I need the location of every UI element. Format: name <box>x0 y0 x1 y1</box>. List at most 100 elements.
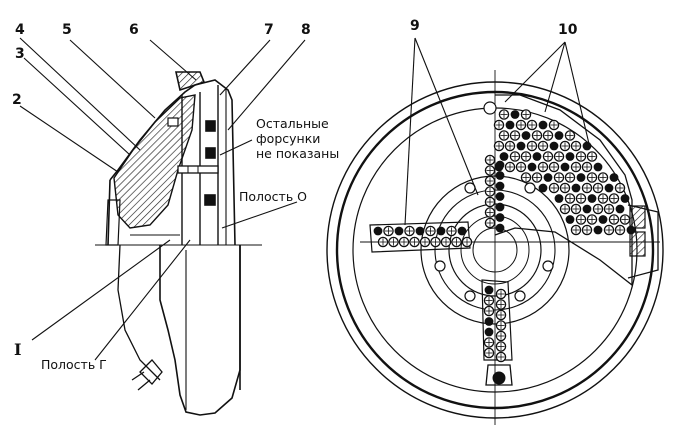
injector-hole <box>499 152 509 161</box>
callout-8: 8 <box>301 22 311 38</box>
injector-hole <box>564 172 576 183</box>
injector-hole <box>461 236 473 248</box>
injector-hole <box>553 172 565 183</box>
injector-hole <box>565 215 575 224</box>
injector-hole <box>484 285 494 295</box>
injector-hole <box>592 182 604 194</box>
injector-hole <box>484 196 496 208</box>
injector-hole <box>495 288 507 300</box>
injector-hole <box>377 236 389 248</box>
injector-hole <box>495 181 505 191</box>
callout-10: 10 <box>558 22 578 38</box>
cavity-o-label: Полость О <box>239 189 308 204</box>
injector-hole <box>559 203 571 215</box>
injector-hole <box>495 202 505 212</box>
injector-hole <box>570 203 582 215</box>
injector-hole <box>542 151 554 162</box>
injector-hole <box>559 140 571 152</box>
injector-hole <box>495 223 505 233</box>
injector-hole <box>526 119 538 131</box>
injector-hole <box>538 183 548 193</box>
injector-hole <box>560 162 570 172</box>
injector-hole <box>483 295 495 306</box>
injector-hole <box>537 140 549 152</box>
injector-hole <box>615 204 625 214</box>
injector-hole <box>484 217 496 229</box>
section-mark: I <box>14 340 22 359</box>
callout-2: 2 <box>12 92 22 108</box>
injector-hole <box>484 165 496 176</box>
injector-hole <box>383 225 394 237</box>
injector-hole <box>516 141 526 151</box>
injector-hole <box>538 120 548 130</box>
injector-hole <box>559 182 571 194</box>
injector-hole <box>483 305 495 317</box>
injector-hole <box>505 120 515 130</box>
injector-hole <box>409 236 420 248</box>
injector-hole <box>394 226 404 236</box>
injector-hole <box>526 140 538 152</box>
injector-hole <box>586 151 598 162</box>
injector-hole <box>484 207 496 218</box>
injector-hole <box>553 151 565 162</box>
injector-hole <box>425 225 436 237</box>
other-injectors-note: Остальные форсунки не показаны <box>256 116 339 161</box>
injector-hole <box>593 225 603 235</box>
other-injectors-line2: форсунки <box>256 131 321 146</box>
callout-9: 9 <box>410 18 420 34</box>
injector-hole <box>495 309 507 321</box>
injector-hole <box>614 182 626 194</box>
injector-hole <box>504 140 516 152</box>
injector-hole <box>614 224 626 236</box>
injector-hole <box>608 193 620 204</box>
injector-hole <box>593 162 603 172</box>
injector-hole <box>520 109 532 120</box>
injector-hole <box>531 172 543 183</box>
injector-hole <box>565 152 575 161</box>
injector-hole <box>498 130 510 141</box>
injector-hole <box>570 140 582 152</box>
injector-hole <box>484 175 496 187</box>
injector-hole <box>548 119 560 131</box>
injector-hole <box>542 130 554 141</box>
injector-hole <box>495 341 507 352</box>
callout-5: 5 <box>62 22 72 38</box>
injector-hole <box>608 214 620 225</box>
injector-hole <box>620 194 630 203</box>
injector-hole <box>484 186 496 197</box>
injector-hole <box>495 299 507 310</box>
injector-hole <box>484 317 494 326</box>
injector-hole <box>493 140 505 152</box>
injector-hole <box>597 193 609 204</box>
injector-hole <box>484 154 496 166</box>
leader-lines-right <box>404 37 591 226</box>
other-injectors-line3: не показаны <box>256 146 340 161</box>
injector-hole <box>592 203 604 215</box>
injector-hole <box>598 215 608 224</box>
injector-hole <box>483 347 495 359</box>
injector-hole <box>495 351 507 363</box>
injector-hole <box>543 173 553 182</box>
injector-hole <box>564 130 576 141</box>
injector-hole <box>446 225 457 237</box>
injector-hole <box>582 204 592 214</box>
injector-hole <box>521 131 531 140</box>
injector-hole <box>554 131 564 140</box>
injector-hole <box>515 161 527 173</box>
injector-hole <box>509 130 521 141</box>
injector-hole <box>527 162 537 172</box>
injector-hole <box>430 236 441 248</box>
injector-hole <box>587 194 597 203</box>
injector-hole <box>515 119 527 131</box>
injector-hole <box>532 152 542 161</box>
injector-hole <box>504 161 516 173</box>
injector-hole <box>564 193 576 204</box>
leader-lines-left <box>19 37 306 361</box>
injector-hole <box>549 141 559 151</box>
injector-hole <box>415 226 425 236</box>
injector-hole <box>609 173 619 182</box>
injector-hole <box>509 151 521 162</box>
injector-hole <box>554 194 564 203</box>
injector-hole <box>586 214 598 225</box>
injector-hole <box>440 236 452 248</box>
